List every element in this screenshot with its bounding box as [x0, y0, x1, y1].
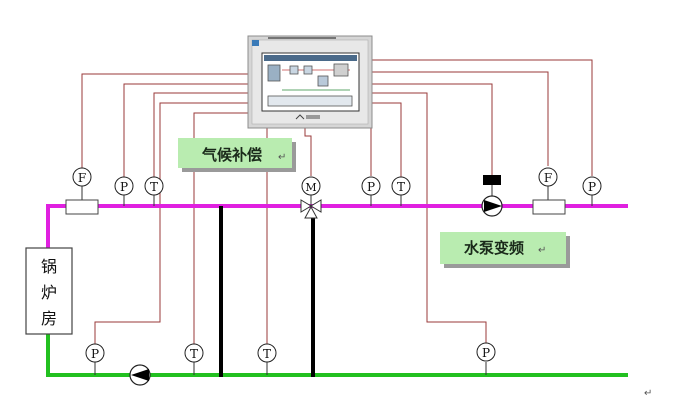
boiler-label-1: 锅 — [41, 257, 57, 276]
svg-text:P: P — [91, 347, 99, 361]
supply-pipe — [46, 204, 628, 248]
supply-pump — [481, 175, 503, 217]
svg-text:T: T — [263, 347, 271, 361]
svg-text:M: M — [305, 181, 316, 194]
svg-text:P: P — [120, 180, 128, 194]
three-way-valve — [300, 195, 322, 219]
svg-text:T: T — [150, 180, 158, 194]
instrument-return-pressure-right: P — [476, 342, 496, 362]
return-pipe — [46, 334, 628, 377]
svg-text:P: P — [588, 180, 596, 194]
badge-pump-vfd — [440, 232, 570, 268]
instrument-motor-valve: M — [301, 176, 321, 196]
instrument-temp-left: T — [144, 176, 164, 196]
badge-climate-compensation — [178, 138, 296, 172]
instrument-pressure-left: P — [114, 176, 134, 196]
pump-vfd-return-mark: ↵ — [538, 245, 546, 256]
bypass-pipes — [219, 206, 315, 377]
wire-flow-left — [81, 73, 250, 168]
svg-text:T: T — [397, 180, 405, 194]
instrument-return-pressure-left: P — [85, 343, 105, 363]
wire-motor-valve — [304, 126, 312, 176]
instrument-return-temp-left: T — [184, 343, 204, 363]
flow-meter-left — [65, 186, 99, 215]
climate-compensation-label: 气候补偿 — [201, 146, 262, 164]
corner-return-mark: ↵ — [644, 388, 652, 399]
svg-text:P: P — [482, 346, 490, 360]
instrument-return-temp-mid: T — [257, 343, 277, 363]
pump-vfd-label: 水泵变频 — [464, 239, 524, 257]
wire-return-temp-left — [193, 112, 254, 344]
wire-temp-right — [370, 102, 402, 177]
instrument-flow-left: F — [72, 167, 92, 187]
instrument-flow-right: F — [538, 167, 558, 187]
wire-flow-right — [370, 71, 549, 166]
climate-return-mark: ↵ — [278, 152, 286, 163]
flow-meter-right — [532, 186, 566, 215]
instrument-temp-right: T — [391, 176, 411, 196]
wire-pressure-far-right — [370, 59, 593, 176]
wire-pressure-left — [123, 83, 250, 177]
svg-text:F: F — [544, 171, 552, 185]
instrument-pressure-right: P — [361, 176, 381, 196]
return-pump — [129, 364, 151, 386]
wire-return-pressure-left — [94, 102, 250, 344]
boiler-room — [25, 247, 73, 335]
svg-text:P: P — [367, 180, 375, 194]
return-line — [46, 334, 628, 377]
wire-pump-vfd — [370, 83, 493, 176]
boiler-label-3: 房 — [41, 309, 57, 328]
boiler-label-2: 炉 — [41, 283, 57, 302]
instrument-pressure-far-right: P — [582, 176, 602, 196]
wire-temp-left — [153, 92, 250, 177]
wire-return-pressure-right — [370, 92, 487, 343]
supply-line — [46, 204, 628, 248]
control-panel — [247, 35, 373, 129]
svg-text:T: T — [190, 347, 198, 361]
svg-text:F: F — [78, 171, 86, 185]
